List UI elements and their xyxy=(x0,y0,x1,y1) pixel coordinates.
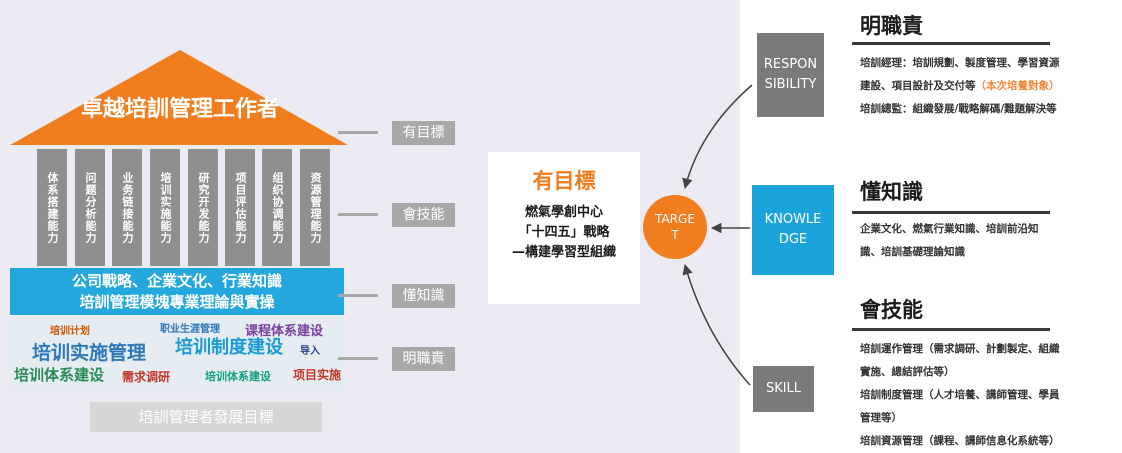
skill-line-2: 實施、總結評估等） xyxy=(860,366,955,378)
arrow-resp xyxy=(682,84,753,190)
responsibility-box: RESPONSIBILITY xyxy=(757,33,824,117)
band-line-2: 培訓管理模塊專業理論與實操 xyxy=(79,293,275,311)
cloud-word: 培训计划 xyxy=(50,326,90,337)
foundation-band: 公司戰略、企業文化、行業知識 培訓管理模塊專業理論與實操 xyxy=(10,268,344,315)
cloud-word: 培训制度建设 xyxy=(175,337,283,358)
word-cloud: 培训实施管理 培训制度建设 培训体系建设 需求调研 课程体系建设 职业生涯管理 … xyxy=(10,318,344,390)
tag-connector xyxy=(338,357,378,360)
know-rule xyxy=(852,211,1050,214)
cloud-word: 培训体系建设 xyxy=(14,366,105,384)
cloud-word: 职业生涯管理 xyxy=(160,324,220,335)
center-body: 燃氣學創中心 「十四五」戰略 —構建學習型組織 xyxy=(488,203,640,263)
responsibility-label: RESPONSIBILITY xyxy=(763,57,818,92)
pillar-4: 培训实施能力 xyxy=(150,149,180,266)
know-line-2: 識、培訓基礎理論知識 xyxy=(860,246,965,258)
know-title: 懂知識 xyxy=(860,180,923,204)
pillar-2: 问题分析能力 xyxy=(75,149,105,266)
knowledge-box: KNOWLEDGE xyxy=(752,185,834,275)
cloud-word: 需求调研 xyxy=(122,370,171,384)
cloud-word: 项目实施 xyxy=(293,368,342,382)
skill-title: 會技能 xyxy=(860,298,923,322)
pillar-7: 组织协调能力 xyxy=(262,149,292,266)
cloud-word: 培训体系建设 xyxy=(205,370,271,383)
skill-line-4: 管理等） xyxy=(860,412,902,424)
resp-line-2a: 建設、項目設計及交付等 xyxy=(860,80,976,92)
center-title: 有目標 xyxy=(532,169,596,193)
skill-line-1: 培訓運作管理（需求調研、計劃製定、組織 xyxy=(860,343,1060,355)
knowledge-label: KNOWLEDGE xyxy=(764,212,822,247)
base-label: 培訓管理者發展目標 xyxy=(90,402,322,432)
resp-line-3: 培訓總監：組織發展/戰略解碼/難題解決等 xyxy=(860,103,1057,115)
arrow-skill xyxy=(682,263,751,386)
resp-line-2: 建設、項目設計及交付等（本次培養對象） xyxy=(860,75,1060,98)
tag-connector xyxy=(338,131,378,134)
pillar-6: 项目评估能力 xyxy=(225,149,255,266)
resp-line-1: 培訓經理：培訓規劃、製度管理、學習資源 xyxy=(860,57,1060,69)
resp-highlight: （本次培養對象） xyxy=(975,80,1060,92)
pillar-1: 体系搭建能力 xyxy=(37,149,67,266)
tag-knowledge: 懂知識 xyxy=(392,284,455,308)
skill-line-3: 培訓制度管理（人才培養、講師管理、學員 xyxy=(860,389,1060,401)
center-box xyxy=(488,152,640,304)
pillar-3: 业务链接能力 xyxy=(112,149,142,266)
skill-body: 培訓運作管理（需求調研、計劃製定、組織 實施、總結評估等） 培訓制度管理（人才培… xyxy=(860,338,1060,453)
band-line-1: 公司戰略、企業文化、行業知識 xyxy=(71,272,282,290)
cloud-word: 课程体系建设 xyxy=(245,324,324,339)
cloud-word: 培训实施管理 xyxy=(32,342,147,364)
know-line-1: 企業文化、燃氣行業知識、培訓前沿知 xyxy=(860,223,1039,235)
center-line-3: —構建學習型組織 xyxy=(511,245,616,260)
center-line-1: 燃氣學創中心 xyxy=(524,205,603,220)
target-circle: TARGET xyxy=(643,195,707,259)
house-roof xyxy=(10,50,348,145)
target-label: TARGET xyxy=(655,212,695,242)
tag-connector xyxy=(338,213,378,216)
resp-rule xyxy=(852,42,1050,45)
cloud-word: 导入 xyxy=(300,346,320,357)
skill-line-5: 培訓資源管理（課程、講師信息化系統等） xyxy=(860,435,1060,447)
center-line-2: 「十四五」戰略 xyxy=(518,225,610,240)
pillar-8: 资源管理能力 xyxy=(300,149,330,266)
tag-goal: 有目標 xyxy=(392,121,455,145)
skill-rule xyxy=(852,328,1050,331)
tag-skill: 會技能 xyxy=(392,203,455,227)
tag-responsibility: 明職責 xyxy=(392,347,455,371)
resp-body: 培訓經理：培訓規劃、製度管理、學習資源 建設、項目設計及交付等（本次培養對象） … xyxy=(860,52,1060,121)
pillar-5: 研究开发能力 xyxy=(188,149,218,266)
know-body: 企業文化、燃氣行業知識、培訓前沿知 識、培訓基礎理論知識 xyxy=(860,218,1039,264)
resp-title: 明職責 xyxy=(860,14,923,38)
skill-label: SKILL xyxy=(765,381,802,396)
skill-box: SKILL xyxy=(753,366,814,412)
tag-connector xyxy=(338,294,378,297)
roof-title: 卓越培訓管理工作者 xyxy=(80,97,279,122)
